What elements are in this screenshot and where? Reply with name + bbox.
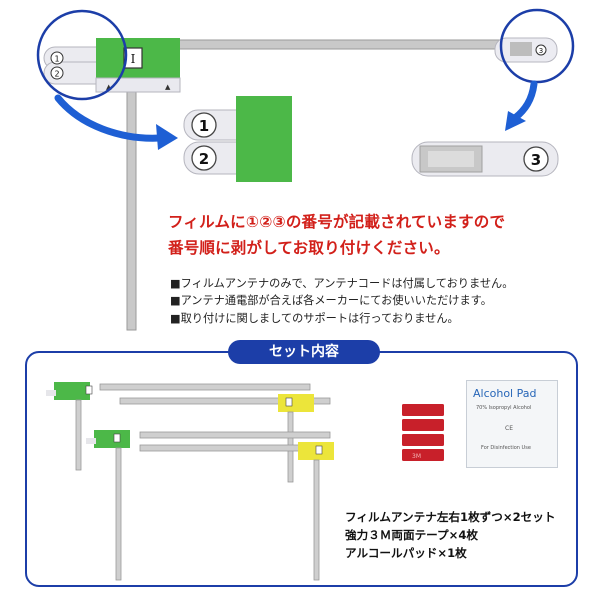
alcohol-pad: Alcohol Pad 70% Isopropyl Alcohol CE For… [466, 380, 558, 468]
arrow-left [54, 94, 164, 142]
yellow-plate-1 [278, 394, 314, 412]
note-2: ■アンテナ通電部が合えば各メーカーにてお使いいただけます。 [170, 294, 492, 307]
set-contents-title: セット内容 [228, 340, 380, 364]
alcohol-pad-footer: For Disinfection Use [481, 445, 531, 451]
double-sided-tapes: 3M [402, 404, 444, 461]
green-plate-2 [94, 430, 130, 448]
svg-text:▲: ▲ [165, 83, 171, 91]
note-1: ■フィルムアンテナのみで、アンテナコードは付属しておりません。 [170, 277, 514, 290]
zoom-circle-right [499, 8, 575, 84]
alcohol-pad-ce: CE [505, 425, 513, 432]
arrow-right [511, 80, 538, 122]
set-antennas [46, 382, 334, 581]
green-plate-1 [54, 382, 90, 400]
svg-text:1: 1 [54, 55, 59, 64]
contents-item-3: アルコールパッド×1枚 [345, 546, 467, 560]
antenna-element-vertical [126, 79, 137, 331]
label-3: 3 [531, 151, 541, 169]
svg-text:2: 2 [54, 70, 59, 79]
instruction-line-2: 番号順に剥がしてお取り付けください。 [168, 239, 450, 257]
antenna-diagram: I ▲ ▲ 1 2 3 1 2 3 [36, 8, 575, 331]
note-3: ■取り付けに関しましてのサポートは行っておりません。 [170, 312, 459, 325]
svg-text:▲: ▲ [106, 83, 112, 91]
contents-item-2: 強力３Ｍ両面テープ×4枚 [345, 528, 479, 542]
alcohol-pad-subtitle: 70% Isopropyl Alcohol [476, 405, 532, 411]
enlarged-green-plate [236, 96, 292, 182]
instruction-line-1: フィルムに①②③の番号が記載されていますので [168, 213, 506, 231]
contents-item-1: フィルムアンテナ左右1枚ずつ×2セット [345, 510, 556, 524]
plate-mark-box [123, 47, 143, 69]
tape-brand: 3M [412, 453, 421, 460]
antenna-element-horizontal [169, 39, 551, 50]
alcohol-pad-title: Alcohol Pad [473, 387, 537, 400]
label-2: 2 [199, 150, 209, 168]
svg-text:3: 3 [539, 47, 543, 55]
plate-mark: I [131, 52, 136, 66]
label-1: 1 [199, 117, 209, 135]
zoom-circle-left [36, 9, 128, 101]
